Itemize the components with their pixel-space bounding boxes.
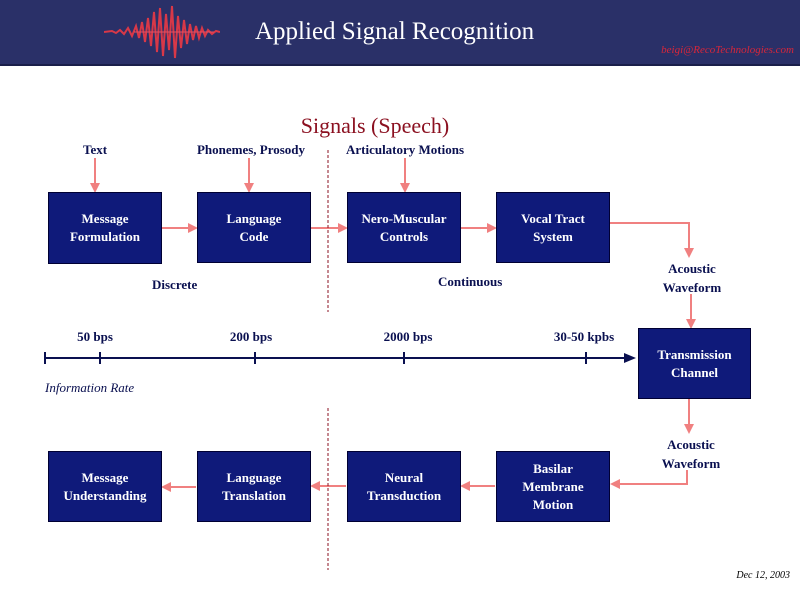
rate-50bps: 50 bps xyxy=(77,329,113,344)
label-articulatory: Articulatory Motions xyxy=(345,142,465,157)
rate-200bps: 200 bps xyxy=(229,329,273,344)
header-email[interactable]: beigi@RecoTechnologies.com xyxy=(661,44,794,56)
label-continuous: Continuous xyxy=(438,274,503,289)
rate-30-50kbps: 30-50 kpbs xyxy=(553,329,615,344)
label-text: Text xyxy=(82,142,108,157)
info-rate-label: Information Rate xyxy=(45,380,135,395)
slide-date: Dec 12, 2003 xyxy=(736,570,790,581)
rate-2000bps: 2000 bps xyxy=(383,329,433,344)
label-discrete: Discrete xyxy=(152,277,198,292)
label-phonemes: Phonemes, Prosody xyxy=(196,142,306,157)
header-bar: Applied Signal Recognition beigi@RecoTec… xyxy=(0,0,800,66)
header-title: Applied Signal Recognition xyxy=(255,18,535,45)
arrow-acoustic-basilar xyxy=(610,470,688,489)
waveform-logo-icon xyxy=(104,5,220,59)
arrow-vt-acoustic xyxy=(610,222,694,258)
slide-title: Signals (Speech) xyxy=(300,113,450,138)
info-rate-arrowhead xyxy=(624,353,636,363)
